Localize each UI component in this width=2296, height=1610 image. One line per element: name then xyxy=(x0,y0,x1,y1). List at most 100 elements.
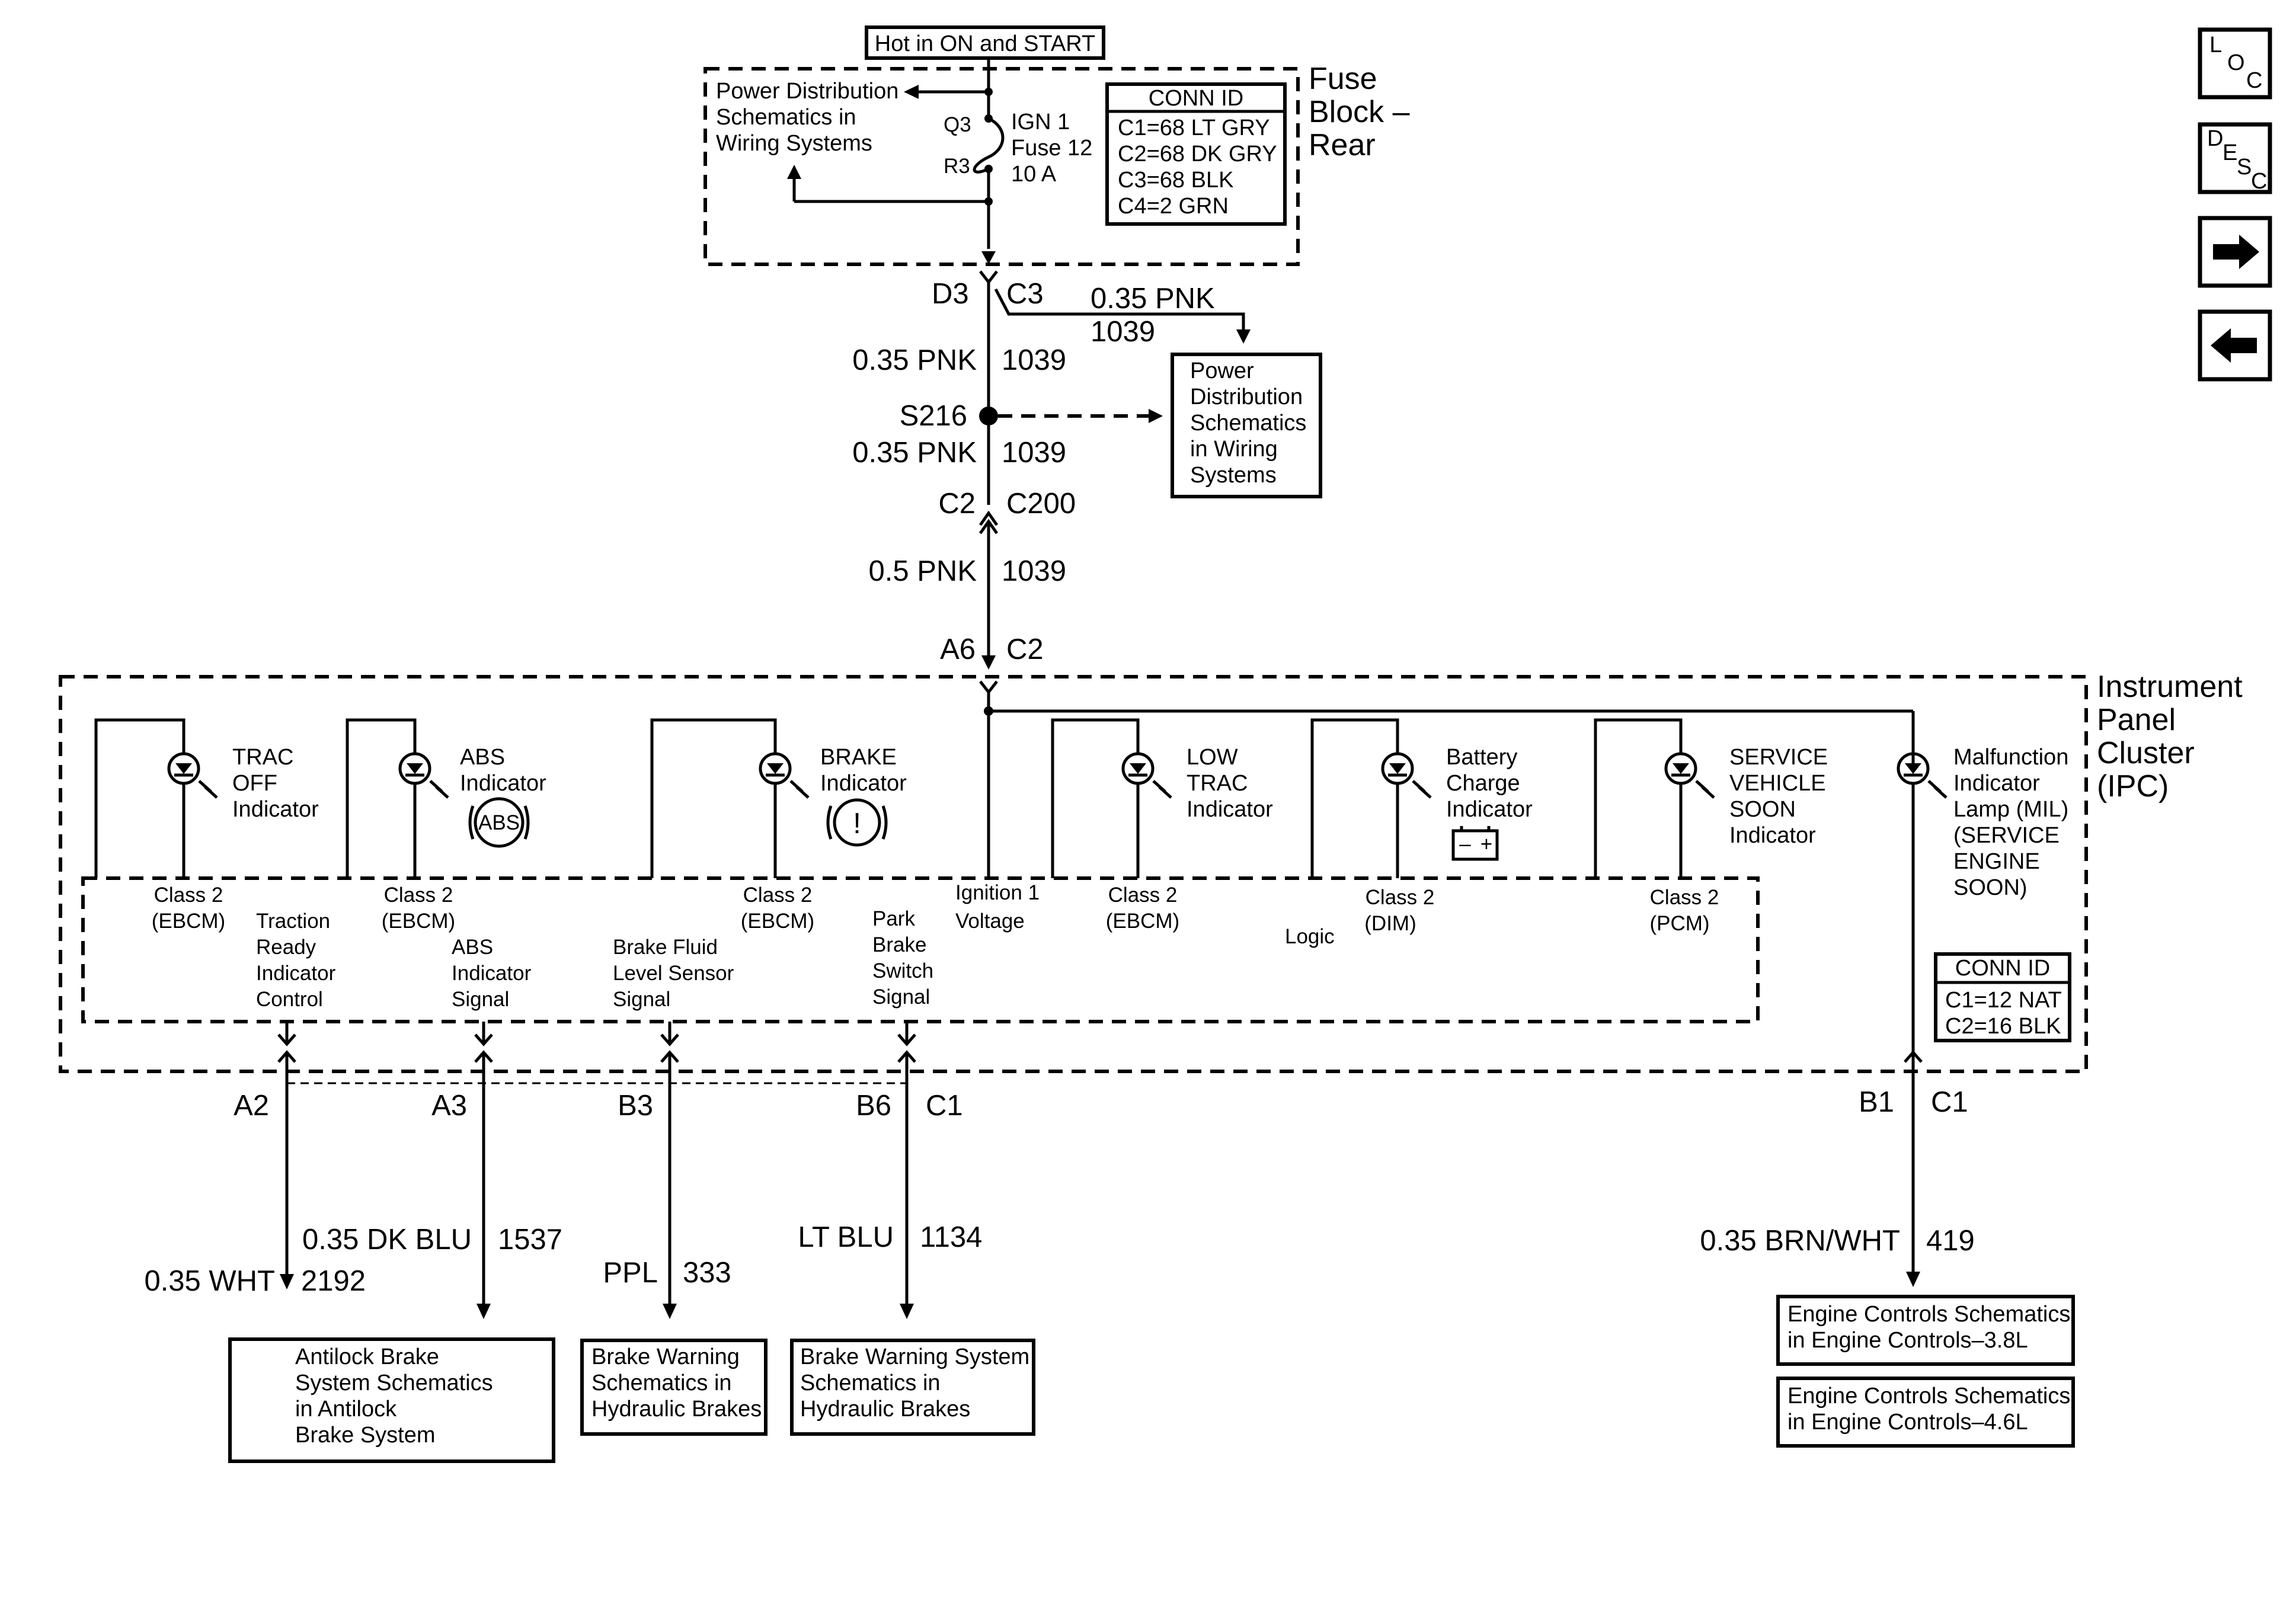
desc-letter-s: S xyxy=(2237,155,2252,180)
b1-conn: C1 xyxy=(1931,1086,1968,1118)
dest-engine-46-box[interactable] xyxy=(1776,1377,2075,1448)
arrow-a3-down xyxy=(477,1304,491,1319)
ipc-conn-id-row-1: C1=12 NAT xyxy=(1945,988,2062,1013)
desc-button[interactable]: D E S C xyxy=(2198,122,2272,194)
dest-brake-warning-2-b: Schematics in xyxy=(800,1371,941,1395)
a2-circuit-label: 2192 xyxy=(301,1265,366,1297)
indicator-low-trac: LOW TRAC Indicator xyxy=(1051,718,1273,878)
wire1-label: 0.35 PNK xyxy=(852,344,977,376)
next-button[interactable] xyxy=(2198,216,2272,288)
abs-signal-1: ABS xyxy=(452,936,493,959)
dest-brake-warning-1-box[interactable] xyxy=(580,1339,768,1436)
conn-c2-ipc: C2 xyxy=(1006,633,1044,665)
class2-ebcm-4b: (EBCM) xyxy=(1106,910,1179,933)
traction-ready-2: Ready xyxy=(256,936,316,959)
prev-button[interactable] xyxy=(2198,309,2272,382)
b1-wire-label: 0.35 BRN/WHT xyxy=(1700,1225,1900,1257)
low-trac-label-3: Indicator xyxy=(1187,797,1273,822)
power-dist-box[interactable] xyxy=(1171,353,1322,498)
loc-letter-c: C xyxy=(2246,68,2262,93)
trac-off-loop xyxy=(94,718,186,878)
ipc-conn-id-row-2: C2=16 BLK xyxy=(1945,1014,2061,1039)
park-brake-4: Signal xyxy=(872,985,930,1009)
class2-ebcm-2a: Class 2 xyxy=(384,884,453,907)
svs-loop xyxy=(1594,718,1683,878)
indicator-service-vehicle: SERVICE VEHICLE SOON Indicator xyxy=(1594,718,1828,878)
low-trac-loop xyxy=(1051,718,1140,878)
fuse-conn-id-title: CONN ID xyxy=(1149,86,1243,111)
power-dist-box-2: Distribution xyxy=(1190,385,1303,409)
a2-wire-label: 0.35 WHT xyxy=(144,1265,275,1297)
dest-engine-46-a: Engine Controls Schematics xyxy=(1787,1384,2070,1409)
loc-button[interactable]: L O C xyxy=(2198,27,2272,100)
class2-dim-b: (DIM) xyxy=(1364,912,1416,935)
desc-button-box[interactable] xyxy=(2198,122,2272,194)
dest-antilock-3: in Antilock xyxy=(295,1397,397,1422)
class2-ebcm-1b: (EBCM) xyxy=(152,910,225,933)
led-icon xyxy=(1664,752,1697,785)
ipc-conn-id-box xyxy=(1934,952,2071,1042)
dest-engine-38-box[interactable] xyxy=(1776,1295,2075,1366)
class2-ebcm-2b: (EBCM) xyxy=(382,910,455,933)
arrow-into-d3 xyxy=(981,251,996,264)
connector-d3-c3 xyxy=(979,270,998,285)
dest-brake-warning-2-box[interactable] xyxy=(790,1339,1035,1436)
trac-off-label-3: Indicator xyxy=(232,797,319,822)
led-triangle xyxy=(1905,763,1921,774)
low-trac-label-1: LOW xyxy=(1187,745,1238,770)
ignition-voltage-1: Ignition 1 xyxy=(955,881,1040,904)
abs-signal-3: Signal xyxy=(452,988,509,1011)
brake-symbol-icon xyxy=(833,798,881,847)
loc-button-box[interactable] xyxy=(2198,27,2272,100)
class2-ebcm-4a: Class 2 xyxy=(1108,884,1178,907)
b3-wire-label: PPL xyxy=(603,1257,658,1289)
a3-circuit-label: 1537 xyxy=(498,1224,562,1256)
abs-loop xyxy=(346,718,417,878)
park-brake-2: Brake xyxy=(872,933,926,956)
b3-circuit-label: 333 xyxy=(683,1257,731,1289)
arrow-b6-down xyxy=(900,1304,914,1319)
brake-fluid-3: Signal xyxy=(613,988,670,1011)
dest-antilock-box[interactable] xyxy=(228,1337,555,1463)
class2-ebcm-3b: (EBCM) xyxy=(741,910,814,933)
fuse-block: Fuse Block – Rear Power Distribution Sch… xyxy=(703,59,1410,266)
splice-s216-dot xyxy=(979,406,998,425)
abs-symbol-icon xyxy=(474,797,525,848)
led-triangle xyxy=(1130,763,1146,774)
ipc-outline xyxy=(59,675,2088,1073)
power-dist-note-1: Power Distribution xyxy=(716,79,898,104)
led-emission-icon xyxy=(429,780,449,799)
led-emission-icon xyxy=(198,780,218,799)
led-triangle xyxy=(1673,763,1689,774)
fuse-symbol xyxy=(973,117,1005,174)
terminal-q3: Q3 xyxy=(944,113,971,136)
mil-label-2: Indicator xyxy=(1953,771,2040,796)
low-trac-label-2: TRAC xyxy=(1187,771,1248,796)
dest-brake-warning-1-b: Schematics in xyxy=(591,1371,732,1395)
abs-symbol-arcs xyxy=(468,805,530,840)
conn-c3: C3 xyxy=(1006,278,1044,310)
battery-label-1: Battery xyxy=(1446,745,1517,770)
fuse-label-1: IGN 1 xyxy=(1011,110,1070,135)
instrument-panel-cluster: Instrument Panel Cluster (IPC) TRAC OFF … xyxy=(59,670,2243,1073)
indicator-battery: Battery Charge Indicator – + xyxy=(1310,718,1533,878)
brake-fluid-2: Level Sensor xyxy=(613,962,734,985)
brake-loop xyxy=(650,718,777,878)
b6-conn: C1 xyxy=(926,1090,963,1122)
conn-c200: C200 xyxy=(1006,488,1076,520)
wire3-label: 0.5 PNK xyxy=(869,555,977,587)
fuse-conn-id-box xyxy=(1105,82,1287,226)
power-dist-note-2: Schematics in xyxy=(716,105,856,130)
led-emission-icon xyxy=(1152,780,1172,799)
a3-wire-label: 0.35 DK BLU xyxy=(302,1224,472,1256)
ipc-title-4: (IPC) xyxy=(2097,769,2169,804)
circuit3-label: 1039 xyxy=(1002,555,1066,587)
led-triangle xyxy=(175,763,192,774)
fuse-conn-id-row-1: C1=68 LT GRY xyxy=(1118,116,1270,140)
battery-loop xyxy=(1310,718,1399,878)
arrow-left-icon xyxy=(2211,328,2257,363)
battery-icon xyxy=(1451,829,1499,861)
ipc-module-outline xyxy=(81,876,1760,1023)
led-triangle xyxy=(1389,763,1406,774)
